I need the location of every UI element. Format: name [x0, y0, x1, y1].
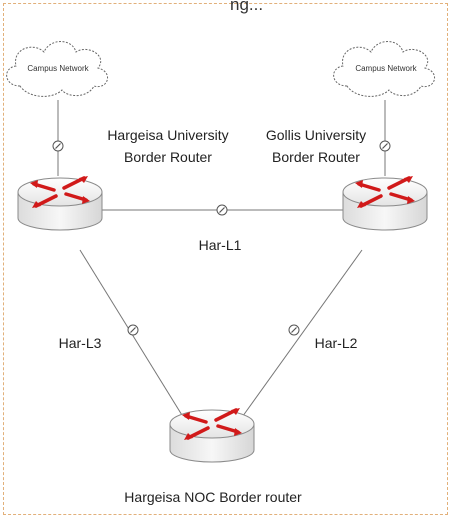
router-icon-hargeisa-university — [16, 174, 104, 232]
link-icon-har-l3 — [127, 324, 139, 336]
link-icon-cloud-left — [52, 140, 64, 152]
cloud-icon-left — [6, 41, 108, 97]
cloud-label-left: Campus Network — [27, 64, 89, 73]
link-icon-cloud-right — [379, 140, 391, 152]
link-icon-har-l1 — [216, 204, 228, 216]
cloud-label-right: Campus Network — [355, 64, 417, 73]
router-icon-hargeisa-noc — [168, 406, 256, 464]
router-label-gollis-university-line2: Border Router — [272, 149, 360, 165]
title-fragment: ng... — [230, 0, 450, 16]
title-fragment-text: ng... — [230, 0, 264, 14]
router-label-gollis-university-line1: Gollis University — [265, 127, 367, 143]
router-icon-gollis-university — [341, 174, 429, 232]
link-label-har-l1: Har-L1 — [198, 237, 242, 253]
cloud-icon-right — [333, 41, 435, 97]
link-label-har-l2: Har-L2 — [314, 335, 358, 351]
diagram-frame — [3, 3, 448, 515]
router-label-hargeisa-noc: Hargeisa NOC Border router — [124, 489, 302, 505]
router-label-hargeisa-university-line2: Border Router — [124, 149, 212, 165]
router-label-hargeisa-university-line1: Hargeisa University — [107, 127, 229, 143]
link-line-har-l2 — [239, 249, 363, 421]
link-label-har-l3: Har-L3 — [58, 335, 102, 351]
link-icon-har-l2 — [288, 324, 300, 336]
